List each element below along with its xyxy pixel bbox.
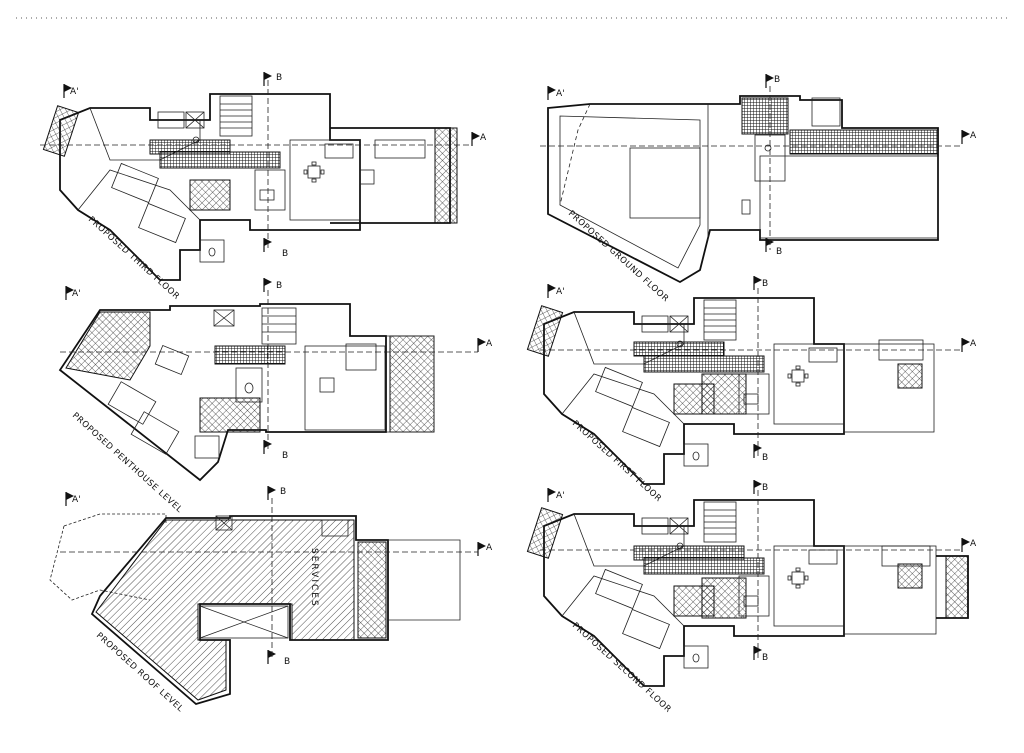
plan-penthouse-level-title: PROPOSED PENTHOUSE LEVEL [70,411,184,515]
ground-floor-markers: B B A A' [540,73,977,257]
svg-text:A: A [970,131,977,141]
plan-first-floor-title: PROPOSED FIRST FLOOR [570,419,663,505]
first-floor-markers: B B A A' [540,275,977,463]
svg-text:A': A' [556,89,565,99]
svg-text:B: B [776,247,782,257]
svg-text:B: B [284,657,290,667]
plan-third-floor-title: PROPOSED THIRD FLOOR [86,215,181,302]
svg-text:B: B [276,281,282,291]
svg-text:A': A' [556,287,565,297]
svg-text:A: A [486,339,493,349]
svg-text:B: B [762,453,768,463]
svg-text:A: A [970,539,977,549]
plan-first-floor [526,297,935,485]
third-floor-markers: B B A A' [40,71,487,259]
svg-text:B: B [282,451,288,461]
svg-text:A': A' [72,289,81,299]
plan-second-floor [526,499,969,687]
plan-roof-level: SERVICES [49,513,461,706]
svg-text:B: B [276,73,282,83]
plan-second-floor-title: PROPOSED SECOND FLOOR [570,621,673,715]
plan-ground-floor [547,95,939,284]
svg-text:B: B [774,75,780,85]
svg-text:A: A [480,133,487,143]
penthouse-markers: B B A A' [60,277,493,461]
services-label: SERVICES [309,548,319,608]
svg-text:B: B [280,487,286,497]
svg-text:A: A [486,543,493,553]
svg-text:B: B [762,653,768,663]
svg-text:A': A' [70,87,79,97]
svg-text:B: B [762,279,768,289]
plan-third-floor [42,93,458,281]
svg-text:B: B [282,249,288,259]
plan-ground-floor-title: PROPOSED GROUND FLOOR [566,209,671,305]
roof-level-markers: B B A A' [60,485,493,667]
svg-text:A': A' [72,495,81,505]
svg-text:A: A [970,339,977,349]
svg-text:A': A' [556,491,565,501]
svg-text:B: B [762,483,768,493]
second-floor-markers: B B A A' [540,479,977,663]
